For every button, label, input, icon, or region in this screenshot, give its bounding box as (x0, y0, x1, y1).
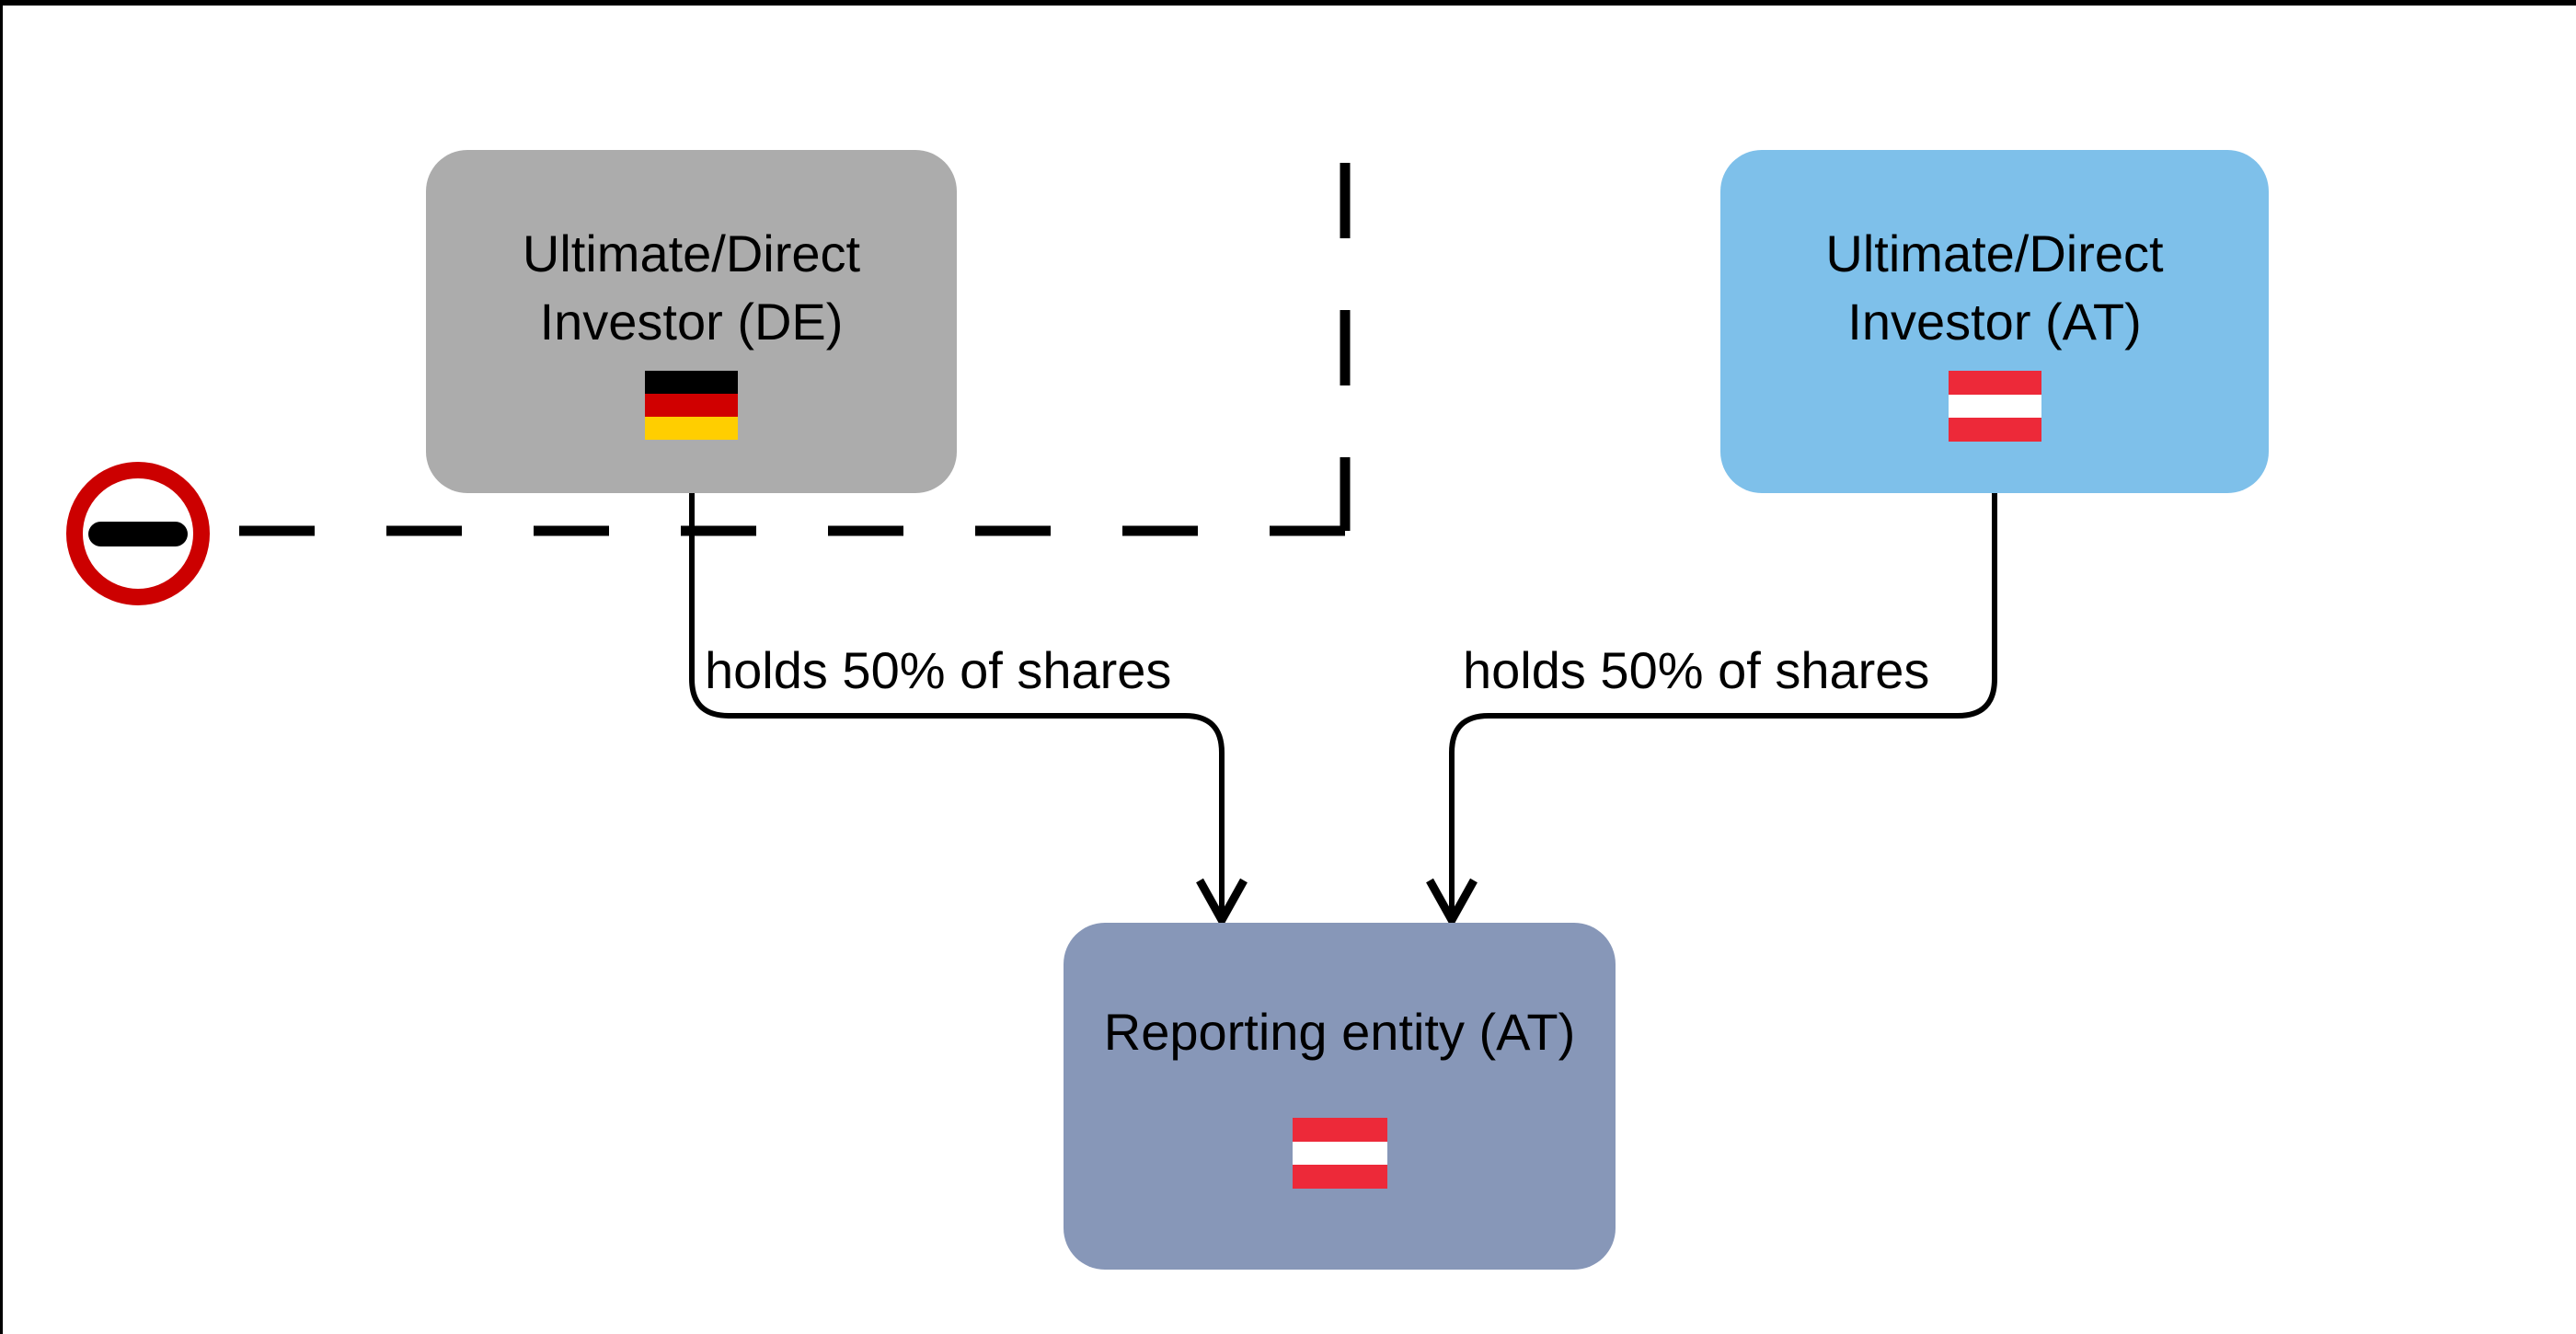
frame-left-border (0, 0, 3, 1334)
edge-line-at-to-reporting (1449, 493, 1997, 916)
flag-stripe (1292, 1141, 1387, 1166)
node-investor-de: Ultimate/Direct Investor (DE) (426, 150, 957, 493)
node-reporting-entity-label: Reporting entity (AT) (1103, 1003, 1576, 1061)
arrowhead-icon (1196, 878, 1248, 929)
frame-top-border (0, 0, 2576, 6)
flag-stripe (1948, 371, 2041, 395)
flag-stripe (1292, 1118, 1387, 1142)
node-investor-at: Ultimate/Direct Investor (AT) (1720, 150, 2269, 493)
node-investor-de-label: Ultimate/Direct Investor (DE) (522, 224, 861, 351)
flag-stripe (645, 417, 738, 440)
node-investor-at-label: Ultimate/Direct Investor (AT) (1825, 224, 2164, 351)
edge-line-de-to-reporting (689, 493, 1225, 916)
flag-stripe (1292, 1165, 1387, 1189)
flag-stripe (645, 394, 738, 417)
austria-flag-icon (1948, 371, 2041, 442)
no-entry-icon (66, 462, 210, 605)
flag-stripe (1948, 418, 2041, 442)
node-reporting-entity: Reporting entity (AT) (1064, 923, 1616, 1270)
edge-label-de-holds: holds 50% of shares (705, 641, 1172, 699)
arrowhead-icon (1426, 878, 1478, 929)
no-entry-bar (88, 521, 188, 546)
flag-stripe (645, 371, 738, 394)
edge-label-at-holds: holds 50% of shares (1463, 641, 1930, 699)
flag-stripe (1948, 394, 2041, 419)
germany-flag-icon (645, 371, 738, 440)
austria-flag-icon (1292, 1118, 1387, 1189)
